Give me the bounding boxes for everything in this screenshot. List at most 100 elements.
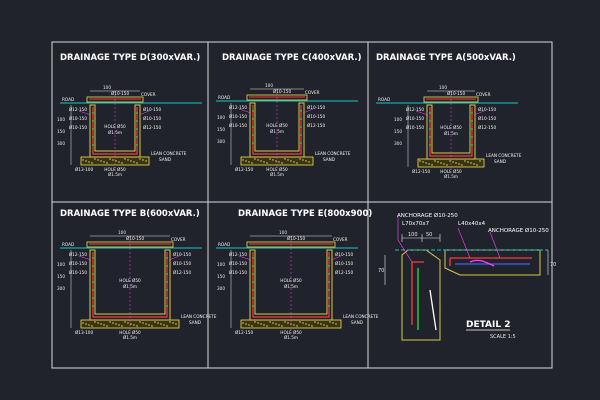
- rebar-dot: [300, 118, 302, 120]
- drainage-panels: DRAINAGE TYPE D(300xVAR.)100COVERROADØ10…: [57, 53, 522, 340]
- sand-dot: [440, 162, 442, 164]
- base-hole-label: HOLE Ø50: [119, 330, 141, 335]
- sand-dot: [317, 322, 319, 324]
- concrete-channel: [249, 249, 333, 321]
- right-bar-label: Ø12-150: [335, 270, 353, 275]
- rebar-dot: [136, 120, 138, 122]
- rebar-dot: [166, 297, 168, 299]
- sand-dot: [85, 160, 87, 162]
- top-bar-label: Ø10-150: [111, 91, 129, 96]
- rebar-dot: [252, 134, 254, 136]
- rebar-dot: [328, 257, 330, 259]
- sand-dot: [91, 162, 93, 164]
- sand-dot: [479, 160, 481, 162]
- side-dimension: 300: [57, 141, 65, 146]
- hole-label: HOLE Ø50: [266, 123, 288, 128]
- side-dimension: 150: [394, 129, 402, 134]
- sand-dot: [293, 161, 295, 163]
- sand-dot: [470, 162, 472, 164]
- right-bar-label: Ø10-150: [478, 116, 496, 121]
- sand-dot: [284, 321, 286, 323]
- right-bar-label: Ø10-150: [335, 261, 353, 266]
- left-bar-label: Ø10-150: [406, 125, 424, 130]
- rebar-dot: [252, 265, 254, 267]
- sand-dot: [476, 164, 478, 166]
- rebar-dot: [136, 112, 138, 114]
- sand-dot: [106, 162, 108, 164]
- sand-dot: [106, 325, 108, 327]
- sand-dot: [332, 322, 334, 324]
- sand-dot: [422, 161, 424, 163]
- sand-dot: [266, 162, 268, 164]
- sand-dot: [305, 323, 307, 325]
- main-rebar: [92, 107, 138, 155]
- hole-label: HOLE Ø50: [119, 278, 141, 283]
- top-dimension: 100: [103, 85, 111, 90]
- lean-concrete-label: LEAN CONCRETE: [315, 151, 351, 156]
- right-bar-label: Ø10-150: [173, 261, 191, 266]
- lean-concrete-label: LEAN CONCRETE: [343, 314, 379, 319]
- left-bar-label: Ø12-150: [69, 252, 87, 257]
- detail-dim-b: 50: [426, 232, 432, 238]
- cover-label: COVER: [305, 90, 320, 95]
- sand-dot: [305, 160, 307, 162]
- panel-title: DRAINAGE TYPE B(600xVAR.): [60, 209, 200, 219]
- left-bar-label: Ø12-150: [69, 107, 87, 112]
- base-spacing-label: Ø1.5m: [108, 172, 122, 177]
- hole-spacing-label: Ø1.5m: [284, 284, 298, 289]
- sand-dot: [112, 159, 114, 161]
- panel-title: DRAINAGE TYPE A(500xVAR.): [376, 53, 516, 63]
- sand-dot: [281, 325, 283, 327]
- sand-dot: [124, 321, 126, 323]
- bottom-bar-label: Ø12-150: [412, 169, 430, 174]
- lean-concrete-label: LEAN CONCRETE: [151, 151, 187, 156]
- bottom-bar-label: Ø12-150: [235, 167, 253, 172]
- rebar-dot: [166, 281, 168, 283]
- base-spacing-label: Ø1.5m: [270, 172, 284, 177]
- sand-dot: [91, 325, 93, 327]
- sand-dot: [251, 325, 253, 327]
- rebar-dot: [300, 134, 302, 136]
- sand-label: SAND: [323, 157, 335, 162]
- rebar-dot: [471, 128, 473, 130]
- rebar-dot: [252, 273, 254, 275]
- sand-dot: [275, 323, 277, 325]
- sand-dot: [175, 323, 177, 325]
- left-bar-label: Ø10-150: [69, 125, 87, 130]
- rebar-dot: [136, 144, 138, 146]
- rebar-dot: [252, 118, 254, 120]
- sand-dot: [263, 324, 265, 326]
- rebar-dot: [92, 273, 94, 275]
- sand-dot: [275, 160, 277, 162]
- lean-concrete-label: LEAN CONCRETE: [486, 153, 522, 158]
- sand-dot: [455, 162, 457, 164]
- sand-dot: [172, 322, 174, 324]
- side-dimension: 150: [217, 274, 225, 279]
- leader-left: [78, 255, 92, 261]
- side-dimension: 100: [217, 262, 225, 267]
- drainage-panel-c: DRAINAGE TYPE C(400xVAR.)100COVERROADØ10…: [216, 53, 362, 177]
- drainage-panel-b: DRAINAGE TYPE B(600xVAR.)100COVERROADØ10…: [57, 209, 217, 340]
- sand-dot: [302, 159, 304, 161]
- rebar-dot: [166, 273, 168, 275]
- sand-dot: [142, 322, 144, 324]
- sand-dot: [245, 160, 247, 162]
- left-bar-label: Ø12-150: [406, 107, 424, 112]
- bottom-bar-label: Ø13-100: [75, 330, 93, 335]
- sand-dot: [467, 161, 469, 163]
- top-dimension: 100: [118, 230, 126, 235]
- sand-dot: [133, 324, 135, 326]
- concrete-channel: [249, 102, 305, 158]
- rebar-dot: [92, 112, 94, 114]
- sand-dot: [272, 322, 274, 324]
- rebar-dot: [92, 305, 94, 307]
- rebar-dot: [252, 142, 254, 144]
- rebar-dot: [166, 289, 168, 291]
- right-bar-label: Ø10-150: [173, 252, 191, 257]
- base-hole-label: HOLE Ø50: [440, 169, 462, 174]
- side-dimension: 150: [57, 129, 65, 134]
- rebar-dot: [471, 144, 473, 146]
- sand-dot: [100, 323, 102, 325]
